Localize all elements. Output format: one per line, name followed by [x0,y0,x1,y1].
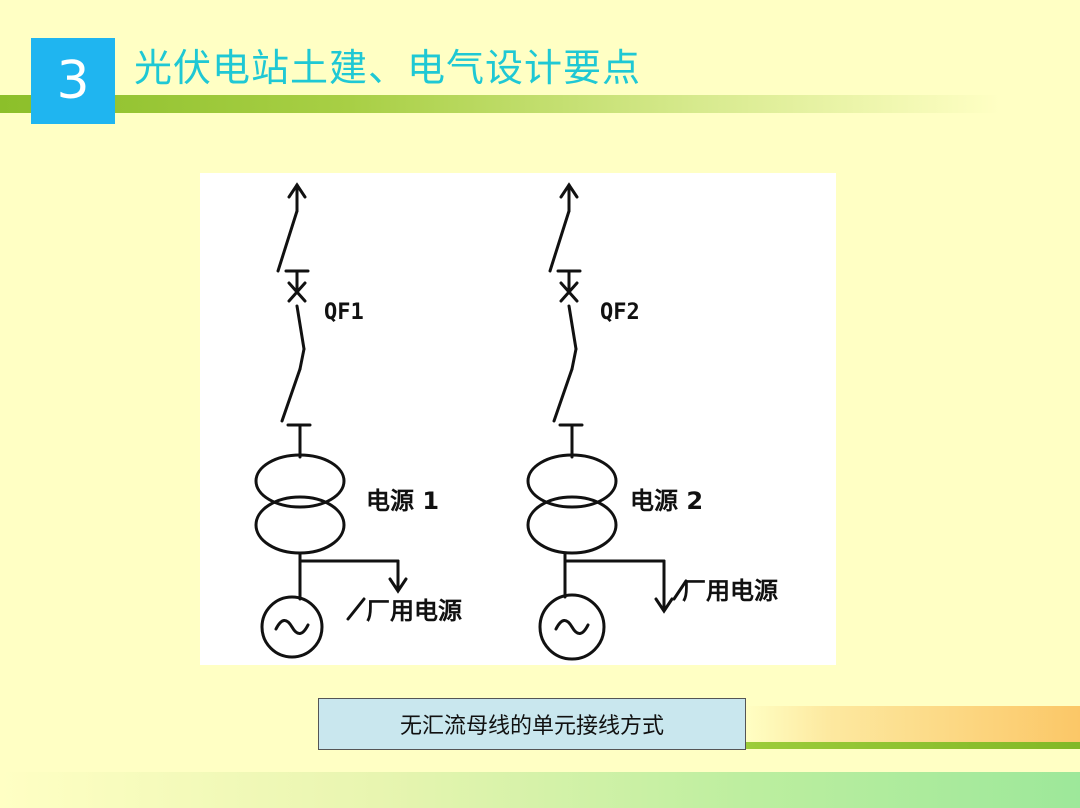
wiring-diagram: QF1 QF2 电源 1 电源 2 厂用电源 厂用电源 [200,173,836,665]
diagram-caption: 无汇流母线的单元接线方式 [318,698,746,750]
unit-1-circuit [254,182,408,659]
source-label-2: 电源 2 [630,487,703,515]
source-label-1: 电源 1 [366,487,439,515]
slide-title: 光伏电站土建、电气设计要点 [134,46,642,90]
slide-number-badge: 3 [31,38,115,124]
breaker-label-qf2: QF2 [600,300,640,325]
unit-2-circuit [526,182,688,661]
caption-accent-green [744,742,1080,749]
aux-power-label-2: 厂用电源 [682,577,778,605]
breaker-label-qf1: QF1 [324,300,364,325]
header-accent-bar [0,95,1000,113]
aux-power-label-1: 厂用电源 [366,597,462,625]
footer-gradient-strip [0,772,1080,808]
caption-accent-orange [744,706,1080,742]
